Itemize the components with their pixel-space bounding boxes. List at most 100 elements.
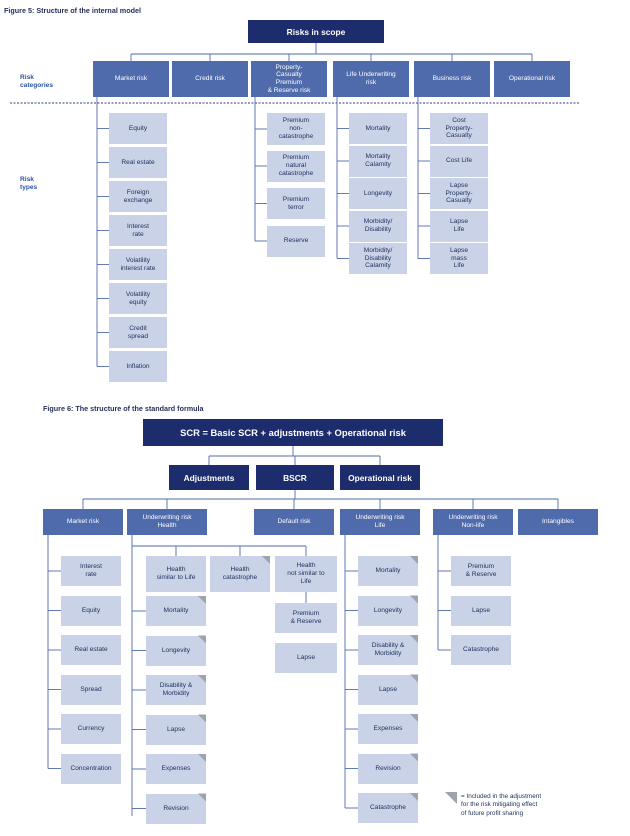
figure6-module-2-text: Default risk: [277, 518, 311, 526]
figure6-type-4-0-text: Premium & Reserve: [465, 563, 497, 578]
figure6-health-group-0-text: Health similar to Life: [156, 566, 196, 581]
figure6-health-type-0-3-text: Lapse: [167, 725, 185, 733]
figure5-category-2: Property- Casualty Premium & Reserve ris…: [251, 61, 327, 97]
figure6-type-3-3-text: Lapse: [379, 685, 397, 693]
figure5-type-3-3: Morbidity/ Disability: [349, 210, 407, 242]
figure5-type-0-6: Credit spread: [109, 317, 167, 348]
figure6-module-0: Market risk: [43, 509, 123, 535]
profit-sharing-flag: [410, 595, 418, 604]
figure5-type-4-0: Cost Property- Casualty: [430, 113, 488, 144]
figure6-type-0-1-text: Equity: [81, 606, 101, 614]
profit-sharing-flag: [262, 556, 270, 564]
figure6-type-3-4: Expenses: [358, 714, 418, 744]
figure6-type-3-4-text: Expenses: [373, 725, 403, 733]
figure5-type-0-0-text: Equity: [128, 124, 148, 132]
figure5-type-0-3: Interest rate: [109, 215, 167, 246]
figure5-type-4-4: Lapse mass Life: [430, 243, 488, 274]
figure6-health-type-0-3: Lapse: [146, 714, 206, 745]
figure5-type-3-1: Mortality Calamity: [349, 145, 407, 177]
figure6-type-0-5: Concentration: [61, 753, 121, 784]
figure6-type-3-0: Mortality: [358, 556, 418, 586]
profit-sharing-flag: [198, 675, 206, 683]
figure6-type-3-3: Lapse: [358, 674, 418, 705]
profit-sharing-flag: [198, 754, 206, 762]
figure5-type-0-5: Volatility equity: [109, 283, 167, 314]
figure5-type-3-4: Morbidity/ Disability Calamity: [349, 243, 407, 274]
figure5-category-5: Operational risk: [494, 61, 570, 97]
figure6-type-0-3-text: Spread: [80, 685, 102, 693]
figure5-type-2-0: Premium non- catastrophe: [267, 113, 325, 145]
figure6-level1-0-text: Adjustments: [183, 472, 235, 483]
figure6-health-type-2-1-text: Lapse: [297, 653, 315, 661]
figure6-health-type-0-0: Mortality: [146, 596, 206, 626]
figure6-level1-2: Operational risk: [340, 465, 420, 490]
figure6-level1-1-text: BSCR: [283, 472, 307, 483]
figure5-type-4-3-text: Lapse Life: [450, 218, 468, 233]
figure5-category-1: Credit risk: [172, 61, 248, 97]
figure6-health-type-0-2: Disability & Morbidity: [146, 675, 206, 705]
figure6-module-4-text: Underwriting risk Non-life: [448, 514, 498, 529]
figure6-type-4-1: Lapse: [451, 595, 511, 626]
profit-sharing-flag: [410, 635, 418, 643]
figure6-health-type-2-0-text: Premium & Reserve: [290, 610, 322, 625]
figure5-type-2-2: Premium terror: [267, 188, 325, 219]
figure6-health-group-1: Health catastrophe: [210, 556, 270, 592]
figure6-health-type-0-1-text: Longevity: [161, 646, 191, 654]
figure5-category-3: Life Underwriting risk: [333, 61, 409, 97]
figure6-type-4-1-text: Lapse: [472, 606, 490, 614]
figure6-health-type-0-4-text: Expenses: [161, 765, 191, 773]
figure5-type-4-2: Lapse Property- Casualty: [430, 178, 488, 209]
figure5-type-0-6-text: Credit spread: [127, 324, 149, 340]
figure5-type-0-2-text: Foreign exchange: [123, 188, 153, 204]
figure5-type-3-1-text: Mortality Calamity: [365, 153, 391, 168]
profit-sharing-flag: [410, 674, 418, 683]
figure6-health-group-1-text: Health catastrophe: [222, 566, 258, 581]
figure5-type-3-0: Mortality: [349, 113, 407, 144]
figure5-type-2-3-text: Reserve: [283, 237, 309, 245]
figure6-type-0-1: Equity: [61, 595, 121, 626]
profit-sharing-flag: [410, 753, 418, 762]
figure6-type-4-2-text: Catastrophe: [463, 646, 499, 654]
figure6-module-1-text: Underwriting risk Health: [142, 514, 192, 529]
figure5-type-4-1-text: Cost Life: [445, 157, 473, 165]
figure6-module-0-text: Market risk: [66, 518, 100, 526]
figure5-category-1-text: Credit risk: [195, 75, 225, 83]
figure6-type-0-0: Interest rate: [61, 556, 121, 586]
risk-types-label: Risk types: [20, 176, 38, 192]
figure6-type-3-6: Catastrophe: [358, 793, 418, 823]
figure6-type-3-2-text: Disability & Morbidity: [371, 642, 405, 657]
figure5-type-4-1: Cost Life: [430, 145, 488, 177]
figure5-root-text: Risks in scope: [286, 26, 346, 37]
risk-categories-label: Risk categories: [20, 74, 53, 90]
figure5-type-0-5-text: Volatility equity: [125, 290, 151, 306]
figure5-type-0-1: Real estate: [109, 147, 167, 178]
figure6-module-5-text: Intangibles: [542, 518, 574, 526]
figure6-health-group-2: Health not similar to Life: [275, 556, 337, 592]
figure5-type-0-7-text: Inflation: [126, 362, 150, 370]
figure5-type-3-2-text: Longevity: [363, 189, 393, 197]
figure5-type-0-4-text: Volatility interest rate: [120, 256, 156, 272]
figure5-type-4-2-text: Lapse Property- Casualty: [445, 181, 473, 205]
profit-sharing-flag: [198, 714, 206, 723]
profit-sharing-flag: [198, 793, 206, 802]
figure6-health-type-0-1: Longevity: [146, 635, 206, 666]
figure6-type-0-2: Real estate: [61, 635, 121, 665]
figure5-type-0-2: Foreign exchange: [109, 181, 167, 212]
figure6-type-0-2-text: Real estate: [74, 646, 108, 654]
figure6-legend: = Included in the adjustment for the ris…: [461, 793, 542, 817]
figure6-module-1: Underwriting risk Health: [127, 509, 207, 535]
figure5-title: Figure 5: Structure of the internal mode…: [4, 6, 141, 15]
figure5-category-3-text: Life Underwriting risk: [346, 71, 396, 86]
figure6-health-type-0-5: Revision: [146, 793, 206, 824]
figure5-category-5-text: Operational risk: [508, 75, 556, 83]
figure6-type-3-1-text: Longevity: [373, 606, 403, 614]
figure5-type-2-1-text: Premium natural catastrophe: [278, 154, 314, 177]
figure5-type-0-4: Volatility interest rate: [109, 249, 167, 280]
figure6-level1-2-text: Operational risk: [348, 472, 412, 483]
profit-sharing-flag: [198, 635, 206, 644]
figure5-type-2-1: Premium natural catastrophe: [267, 150, 325, 182]
figure6-root: SCR = Basic SCR + adjustments + Operatio…: [143, 419, 443, 446]
figure6-health-group-0: Health similar to Life: [146, 556, 206, 592]
profit-sharing-flag: [410, 793, 418, 801]
